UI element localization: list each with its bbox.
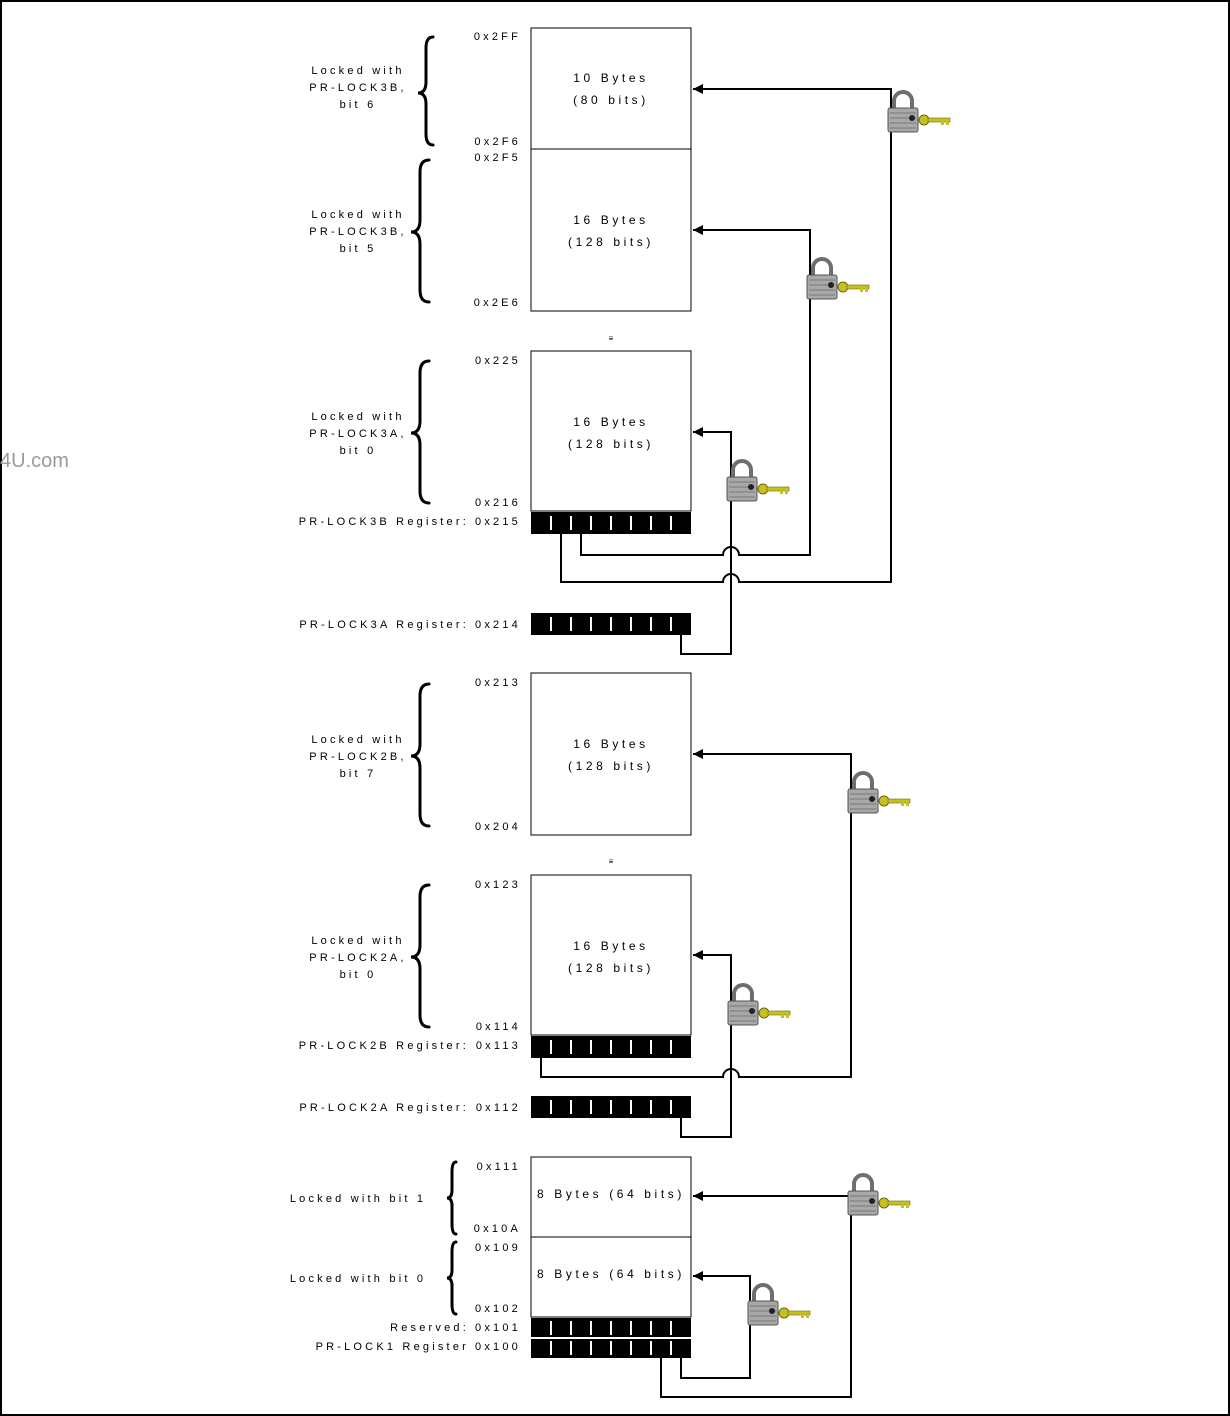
address-label: 0x113 [476,1040,521,1052]
padlock-icon [805,257,871,301]
lock-label: bit 6 [340,99,377,111]
lock-label: Locked with [311,935,404,947]
lock-label: bit 7 [340,768,377,780]
block-size-text: 16 Bytes [573,213,649,227]
address-label: 0x215 [475,516,521,528]
block-size-text: 16 Bytes [573,737,649,751]
register-bar-reserved [531,1318,691,1358]
address-label: 0x216 [475,497,521,509]
address-label: 0x100 [475,1341,521,1353]
address-label: 0x225 [475,355,521,367]
brace [446,1160,458,1236]
lock-label: PR-LOCK3A, [309,428,406,440]
block-size-text: 8 Bytes (64 bits) [537,1187,685,1201]
memory-block-216-225 [530,350,692,512]
ellipsis-marker: ≡ [609,857,614,866]
address-label: 0x2F5 [474,152,521,164]
register-bar-prlock2a [531,1096,691,1118]
brace [410,682,431,828]
address-label: 0x111 [477,1161,521,1173]
block-size-text: 10 Bytes [573,71,649,85]
register-label-prlock1: PR-LOCK1 Register [316,1341,469,1353]
address-label: 0x112 [476,1102,521,1114]
padlock-icon [886,90,952,134]
address-label: 0x109 [475,1242,521,1254]
connector-2b-bit7 [540,749,852,1078]
register-label-prlock3a: PR-LOCK3A Register: [299,619,469,631]
padlock-icon [846,1173,912,1217]
address-label: 0x213 [475,677,521,689]
lock-label: bit 0 [340,445,377,457]
brace [410,359,431,505]
connector-1-bit0 [680,1271,751,1379]
lock-label: PR-LOCK2B, [309,751,406,763]
register-label-prlock2a: PR-LOCK2A Register: [299,1102,469,1114]
lock-label: Locked with [311,734,404,746]
block-bits-text: (128 bits) [568,437,654,451]
address-label: 0x101 [475,1322,521,1334]
watermark: 4U.com [0,450,69,472]
memory-block-10a-111 [530,1156,692,1238]
lock-label: bit 0 [340,969,377,981]
lock-label: Locked with [311,209,404,221]
block-bits-text: (128 bits) [568,759,654,773]
lock-label: PR-LOCK3B, [309,226,406,238]
block-size-text: 16 Bytes [573,415,649,429]
register-bar-prlock3b [531,512,691,534]
brace [410,883,431,1029]
brace [446,1240,458,1316]
address-label: 0x10A [474,1223,521,1235]
address-label: 0x114 [476,1021,521,1033]
address-label: 0x2FF [474,31,521,43]
memory-block-204-213 [530,672,692,836]
brace [410,158,431,304]
memory-block-102-109 [530,1236,692,1318]
register-bar-prlock2b [531,1036,691,1058]
lock-label: PR-LOCK2A, [309,952,406,964]
address-label: 0x102 [475,1303,521,1315]
lock-label: PR-LOCK3B, [309,82,406,94]
block-size-text: 16 Bytes [573,939,649,953]
address-label: 0x123 [475,879,521,891]
register-bar-prlock3a [531,613,691,635]
register-label-prlock3b: PR-LOCK3B Register: [299,516,469,528]
connector-3b-bit6 [560,84,892,583]
ellipsis-marker: ≡ [609,334,614,343]
padlock-icon [725,459,791,503]
lock-label: Locked with bit 0 [290,1273,426,1285]
block-bits-text: (80 bits) [573,93,649,107]
memory-block-2f6-2ff [530,27,692,150]
block-bits-text: (128 bits) [568,235,654,249]
address-label: 0x204 [475,821,521,833]
lock-label: Locked with [311,65,404,77]
lock-label: bit 5 [340,243,377,255]
padlock-icon [746,1283,812,1327]
brace [417,35,435,147]
connector-3a-bit0 [680,427,732,655]
block-size-text: 8 Bytes (64 bits) [537,1267,685,1281]
connector-3b-bit5 [580,225,811,556]
memory-block-2e6-2f5 [530,148,692,312]
register-label-reserved: Reserved: [390,1322,469,1334]
block-bits-text: (128 bits) [568,961,654,975]
register-label-prlock2b: PR-LOCK2B Register: [299,1040,469,1052]
memory-block-114-123 [530,874,692,1036]
address-label: 0x214 [475,619,521,631]
padlock-icon [846,771,912,815]
address-label: 0x2E6 [474,297,521,309]
connector-1-bit1 [660,1191,852,1398]
connector-2a-bit0 [680,950,732,1138]
lock-label: Locked with bit 1 [290,1193,426,1205]
lock-label: Locked with [311,411,404,423]
padlock-icon [726,983,792,1027]
address-label: 0x2F6 [474,136,521,148]
